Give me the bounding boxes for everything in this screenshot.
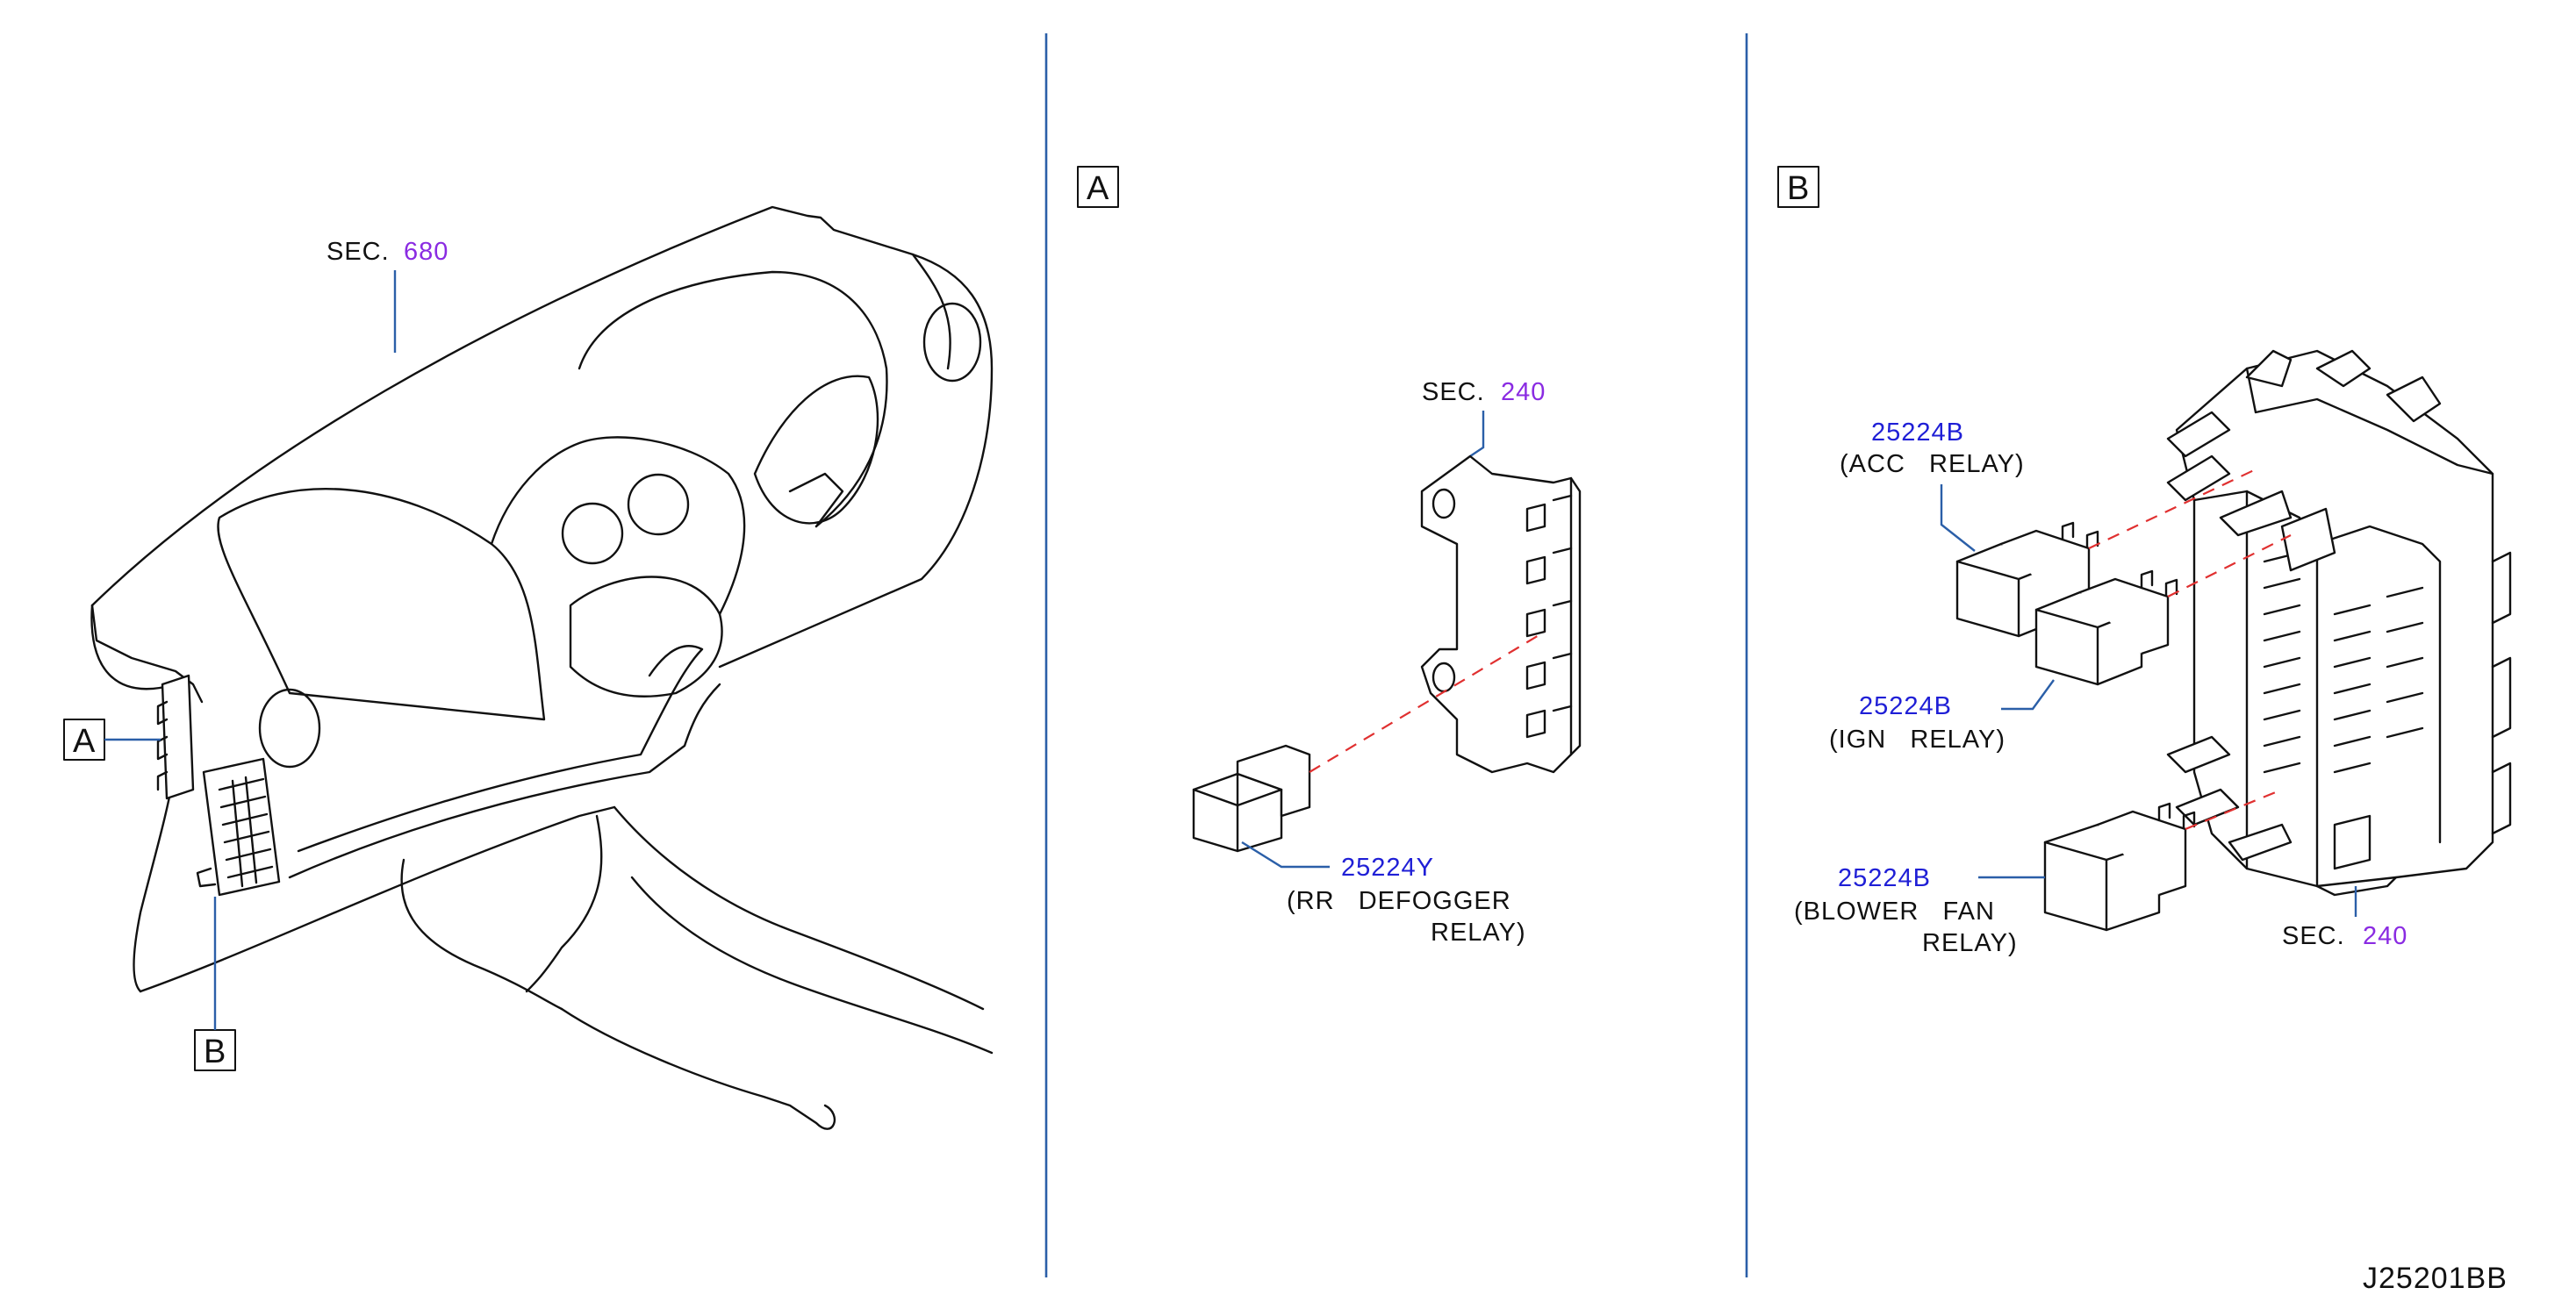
panel-a-sec-prefix: SEC. xyxy=(1422,378,1485,406)
callout-b: B xyxy=(194,897,236,1071)
blower-relay-name-line2: RELAY) xyxy=(1922,929,2018,957)
overview-sec-number: 680 xyxy=(404,238,448,266)
panel-a-sec-number: 240 xyxy=(1501,378,1546,406)
panel-a-relay-part-number: 25224Y xyxy=(1341,854,1434,882)
ign-relay xyxy=(2034,569,2178,686)
callout-a-label: A xyxy=(73,723,96,760)
panel-b-letter: B xyxy=(1787,170,1809,207)
callout-a: A xyxy=(63,719,161,761)
relay-bracket xyxy=(1420,454,1582,774)
panel-b-header: B xyxy=(1777,166,1819,208)
panel-a-header: A xyxy=(1077,166,1119,208)
blower-fan-relay xyxy=(2043,802,2196,932)
blower-alignment-line xyxy=(2185,788,2283,831)
ign-relay-leader xyxy=(2001,679,2055,711)
acc-relay xyxy=(1955,521,2099,638)
panel-b-sec-prefix: SEC. xyxy=(2282,922,2345,950)
rr-defogger-relay xyxy=(1192,744,1311,853)
acc-relay-leader xyxy=(1940,484,1976,552)
ign-relay-part-number: 25224B xyxy=(1859,692,1952,720)
ign-alignment-line xyxy=(2167,534,2292,597)
panel-a-letter: A xyxy=(1087,170,1109,207)
panel-a-alignment-line xyxy=(1309,631,1546,773)
panel-a-sec-leader xyxy=(1469,411,1485,457)
fuse-block xyxy=(2166,349,2512,897)
blower-relay-name-line1: (BLOWER FAN xyxy=(1794,898,1995,926)
panel-a-relay-name-line2: RELAY) xyxy=(1431,919,1526,947)
panel-a-relay-name-line1: (RR DEFOGGER xyxy=(1287,887,1511,915)
acc-relay-name: (ACC RELAY) xyxy=(1840,450,2025,478)
panel-a-relay-leader xyxy=(1241,841,1330,869)
instrument-panel-drawing xyxy=(90,205,994,1130)
callout-b-label: B xyxy=(204,1034,226,1070)
ign-relay-name: (IGN RELAY) xyxy=(1829,726,2006,754)
acc-alignment-line xyxy=(2088,469,2257,549)
acc-relay-part-number: 25224B xyxy=(1871,418,1964,447)
diagram-code: J25201BB xyxy=(2363,1262,2508,1295)
overview-sec-prefix: SEC. xyxy=(326,238,390,266)
panel-b-sec-number: 240 xyxy=(2363,922,2407,950)
blower-relay-part-number: 25224B xyxy=(1838,864,1931,892)
